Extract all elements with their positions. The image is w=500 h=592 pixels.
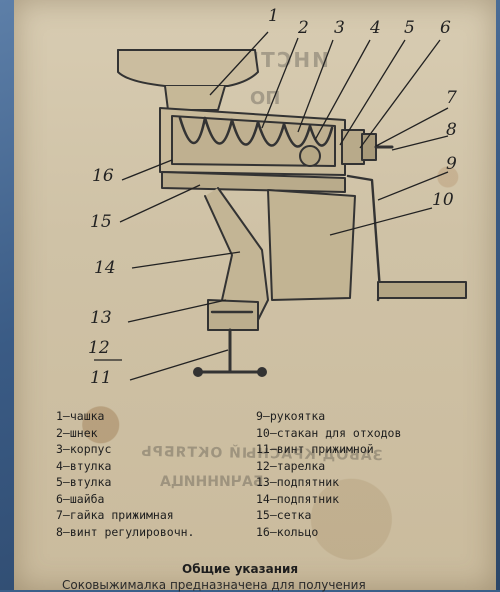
callout-2: 2 bbox=[298, 18, 309, 38]
press-nut bbox=[361, 133, 377, 161]
callout-11: 11 bbox=[90, 368, 112, 388]
legend-item: 15—сетка bbox=[256, 508, 312, 522]
callout-13: 13 bbox=[90, 308, 112, 328]
legend-left: 1—чашка 2—шнек 3—корпус 4—втулка 5—втулк… bbox=[56, 408, 194, 540]
auger-spiral bbox=[178, 116, 334, 148]
callout-14: 14 bbox=[94, 258, 116, 278]
clamp-frame bbox=[207, 299, 259, 331]
hopper-neck bbox=[164, 85, 226, 111]
shaft-bearing bbox=[299, 145, 321, 167]
callout-7: 7 bbox=[446, 88, 457, 108]
legend-item: 9—рукоятка bbox=[256, 409, 326, 423]
legend-item: 13—подпятник bbox=[256, 475, 340, 489]
callout-12: 12 bbox=[88, 338, 110, 358]
legend-right: 9—рукоятка 10—стакан для отходов 11—винт… bbox=[256, 408, 401, 540]
legend-item: 2—шнек bbox=[56, 425, 98, 440]
crank-grip bbox=[377, 281, 467, 299]
callout-15: 15 bbox=[90, 212, 112, 232]
legend-item: 8—винт регулировочн. bbox=[56, 524, 195, 539]
legend-item: 11—винт прижимной bbox=[256, 442, 374, 456]
screen-ring bbox=[161, 171, 346, 193]
legend-item: 14—подпятник bbox=[256, 491, 340, 506]
housing-inner bbox=[171, 115, 336, 167]
section-first-line: Соковыжималка предназначена для получени… bbox=[62, 578, 366, 592]
legend-item: 5—втулка bbox=[56, 475, 112, 489]
legend-item: 16—кольцо bbox=[256, 524, 319, 539]
legend-item: 12—тарелка bbox=[256, 458, 326, 473]
callout-3: 3 bbox=[334, 18, 345, 38]
hopper-bowl bbox=[117, 49, 259, 87]
callout-16: 16 bbox=[92, 166, 114, 186]
callout-4: 4 bbox=[370, 18, 381, 38]
legend-item: 3—корпус bbox=[56, 442, 112, 456]
legend-item: 1—чашка bbox=[56, 409, 105, 423]
callout-1: 1 bbox=[268, 6, 279, 26]
legend-item: 7—гайка прижимная bbox=[56, 508, 174, 522]
legend-item: 10—стакан для отходов bbox=[256, 425, 402, 440]
waste-cup bbox=[267, 189, 356, 301]
callout-6: 6 bbox=[440, 18, 451, 38]
callout-5: 5 bbox=[404, 18, 415, 38]
section-title: Общие указания bbox=[182, 562, 299, 576]
legend-item: 6—шайба bbox=[56, 491, 105, 506]
callout-9: 9 bbox=[446, 154, 457, 174]
legend-item: 4—втулка bbox=[56, 458, 112, 473]
callout-10: 10 bbox=[432, 190, 454, 210]
callout-8: 8 bbox=[446, 120, 457, 140]
